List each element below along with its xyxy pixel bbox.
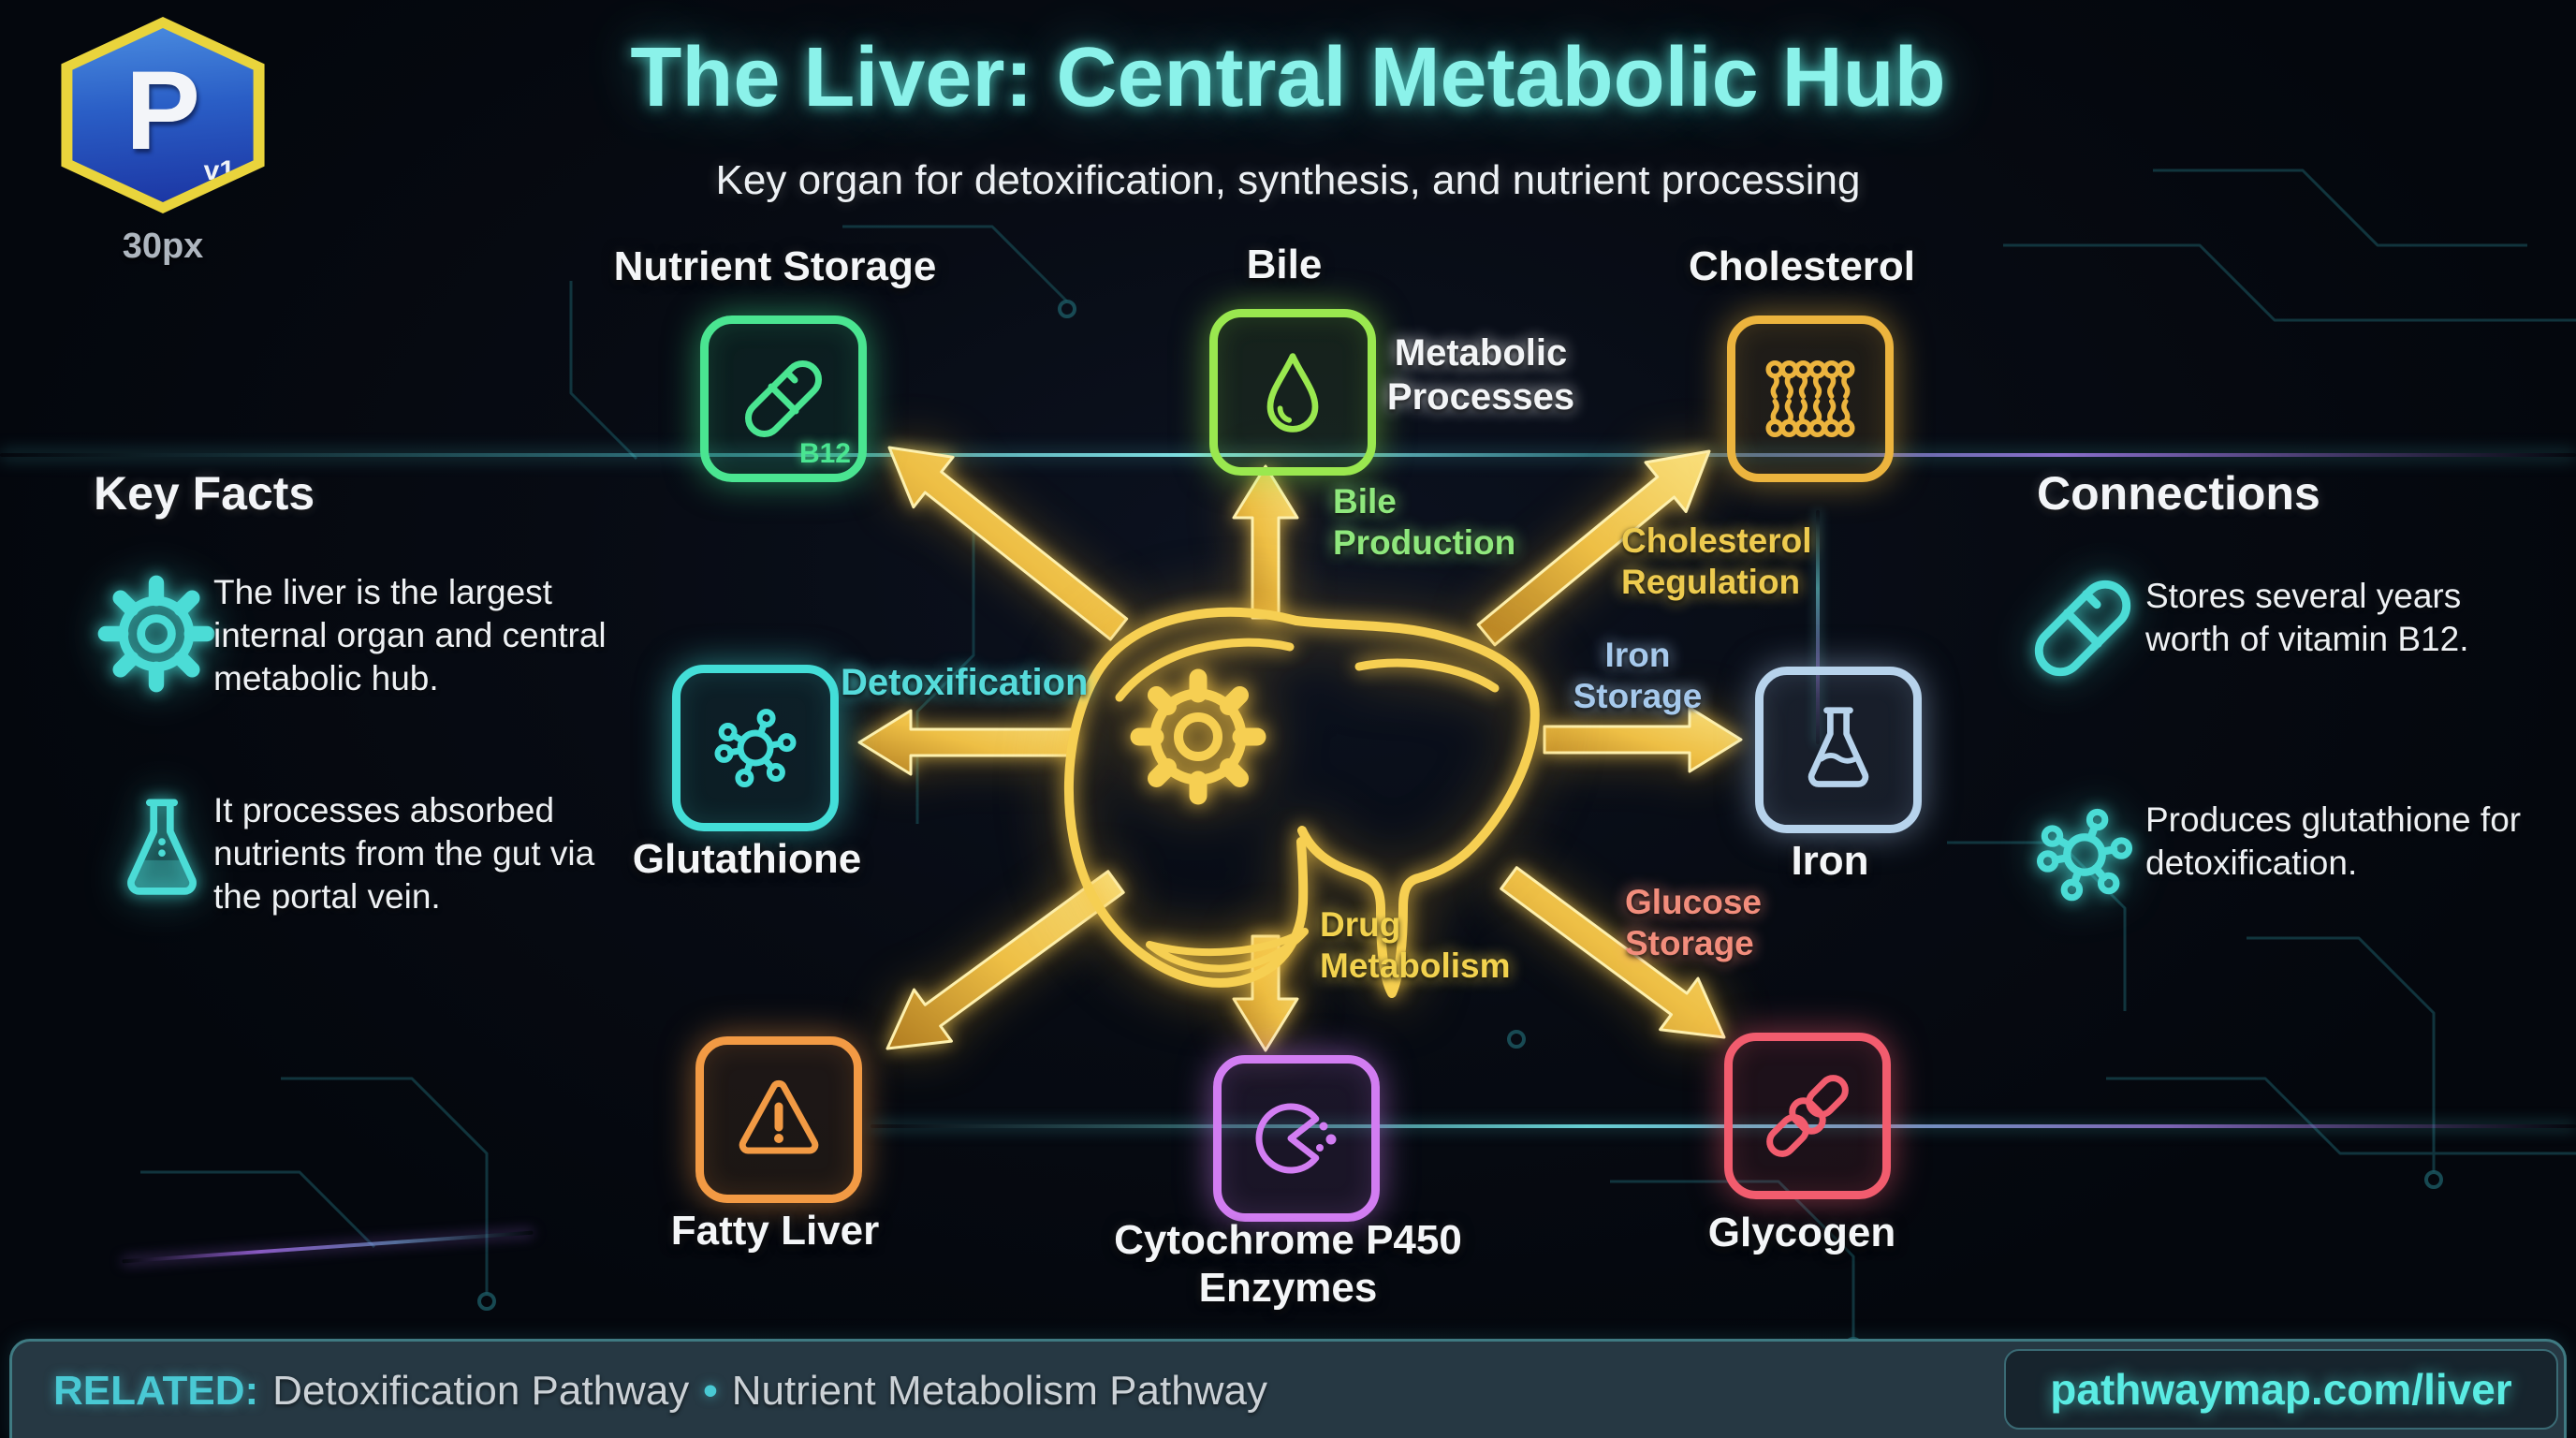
- node-fatty-liver: [695, 1036, 862, 1203]
- node-label-glutathione: Glutathione: [632, 836, 862, 882]
- logo: P v1 30px: [52, 17, 273, 267]
- lipid-bilayer-icon: [1760, 348, 1861, 449]
- node-label-nutrient-storage: Nutrient Storage: [613, 243, 937, 289]
- node-cholesterol: [1727, 315, 1894, 482]
- related-pathways: RELATED: Detoxification Pathway • Nutrie…: [53, 1342, 1267, 1438]
- liver-illustration: [1064, 607, 1540, 998]
- website-url[interactable]: pathwaymap.com/liver: [2004, 1349, 2558, 1430]
- pacman-enzyme-icon: [1250, 1092, 1343, 1185]
- gear-icon: [97, 575, 215, 693]
- node-label-fatty-liver: Fatty Liver: [670, 1208, 880, 1254]
- related-label: RELATED:: [53, 1368, 259, 1414]
- connections-heading: Connections: [2037, 467, 2320, 520]
- connection-2: Produces glutathione for detoxification.: [2145, 800, 2522, 882]
- node-label-cholesterol: Cholesterol: [1688, 243, 1916, 289]
- node-bile: [1209, 309, 1376, 476]
- key-fact-2: It processes absorbed nutrients from the…: [213, 791, 595, 916]
- node-label-iron: Iron: [1791, 838, 1869, 884]
- droplet-icon: [1248, 347, 1338, 437]
- molecule-icon: [2027, 798, 2142, 912]
- edge-label-bile-production: Bile Production: [1333, 482, 1516, 562]
- edge-label-glucose-storage: Glucose Storage: [1625, 883, 1762, 962]
- pill-icon: [2024, 569, 2142, 687]
- node-glycogen: [1724, 1033, 1891, 1199]
- molecule-icon: [707, 699, 804, 797]
- node-label-glycogen: Glycogen: [1707, 1210, 1896, 1255]
- node-label-cytochrome-p450: Cytochrome P450 Enzymes: [1114, 1217, 1462, 1311]
- key-facts-heading: Key Facts: [94, 467, 315, 520]
- edge-label-iron-storage: Iron Storage: [1573, 636, 1703, 715]
- node-cytochrome-p450: [1213, 1055, 1380, 1222]
- bullet-separator: •: [703, 1368, 718, 1414]
- b12-badge: B12: [798, 438, 851, 469]
- key-fact-1: The liver is the largest internal organ …: [213, 573, 607, 697]
- page-subtitle: Key organ for detoxification, synthesis,…: [715, 157, 1861, 203]
- edge-label-metabolic-processes: Metabolic Processes: [1386, 332, 1575, 418]
- footer-bar: RELATED: Detoxification Pathway • Nutrie…: [9, 1339, 2567, 1438]
- edge-label-drug-metabolism: Drug Metabolism: [1320, 905, 1511, 985]
- warning-triangle-icon: [732, 1075, 826, 1165]
- edge-label-cholesterol-regulation: Cholesterol Regulation: [1621, 521, 1812, 601]
- related-item-1: Detoxification Pathway: [272, 1368, 690, 1414]
- related-item-2: Nutrient Metabolism Pathway: [731, 1368, 1267, 1414]
- gear-icon: [1130, 668, 1266, 805]
- logo-size-label: 30px: [122, 227, 204, 266]
- capsule-pill-icon: [737, 352, 830, 446]
- node-glutathione: [672, 665, 839, 831]
- edge-label-detoxification: Detoxification: [841, 662, 1089, 703]
- logo-letter: P: [124, 48, 201, 173]
- chain-link-icon: [1761, 1069, 1854, 1163]
- connection-1: Stores several years worth of vitamin B1…: [2145, 577, 2469, 658]
- node-nutrient-storage: B12: [700, 315, 867, 482]
- node-iron: [1755, 667, 1922, 833]
- logo-hexagon: P v1: [61, 17, 265, 213]
- flask-icon: [110, 792, 213, 910]
- flask-icon: [1793, 703, 1883, 797]
- page-title: The Liver: Central Metabolic Hub: [630, 31, 1946, 125]
- node-label-bile: Bile: [1246, 242, 1323, 287]
